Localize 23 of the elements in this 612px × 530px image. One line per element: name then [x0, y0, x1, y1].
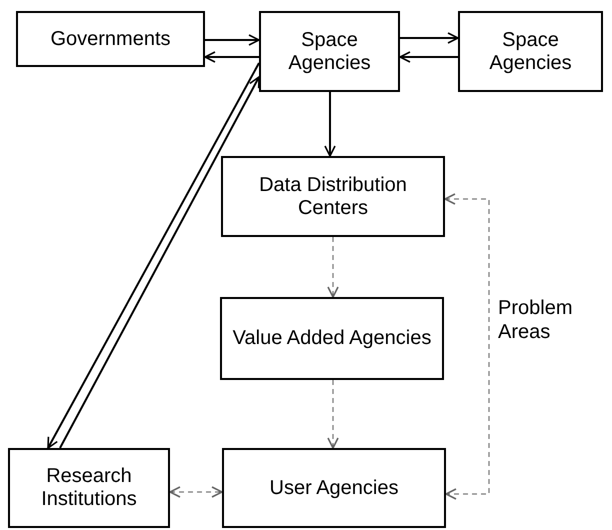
box-label: Value Added Agencies: [232, 327, 432, 350]
process-box: [221, 156, 445, 237]
box-label: Data Distribution Centers: [258, 174, 408, 220]
process-box: [259, 11, 400, 92]
process-box: [222, 448, 446, 528]
arrow: [324, 92, 336, 157]
dashed-arrow: [444, 193, 490, 500]
box-label: Research Institutions: [40, 465, 138, 511]
arrow: [399, 51, 458, 63]
box-label: Space Agencies: [488, 28, 573, 74]
process-box: [16, 11, 205, 67]
process-box: [8, 448, 170, 528]
arrow: [205, 34, 260, 46]
dashed-arrow: [327, 236, 339, 298]
dashed-arrow: [169, 486, 223, 498]
process-box: [220, 297, 444, 380]
dashed-arrow: [327, 380, 339, 449]
box-label: Space Agencies: [287, 28, 372, 74]
process-box: [458, 11, 603, 92]
arrow: [204, 51, 259, 63]
box-label: User Agencies: [268, 476, 400, 500]
box-label: Governments: [49, 28, 172, 50]
arrow: [400, 32, 459, 44]
